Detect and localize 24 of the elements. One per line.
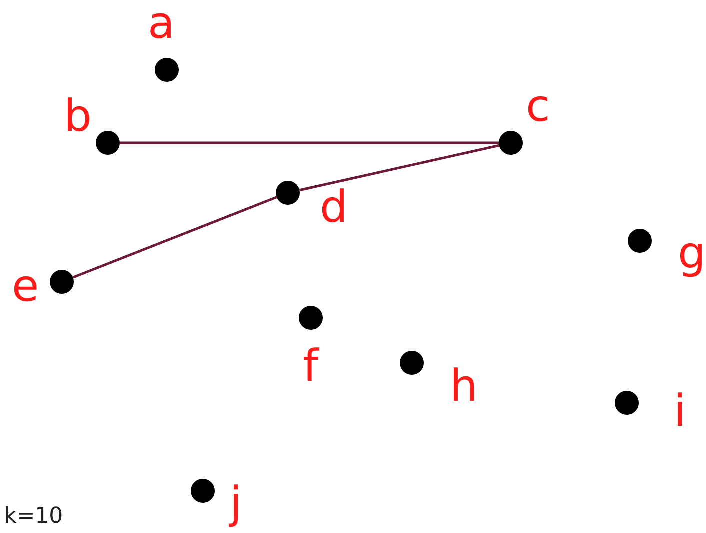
point-marker (299, 306, 323, 330)
point-marker (499, 131, 523, 155)
point-label: i (674, 390, 686, 434)
point-marker (276, 181, 300, 205)
point-label: f (303, 345, 318, 389)
point-marker (50, 270, 74, 294)
point-label: h (450, 365, 478, 409)
point-label: d (320, 186, 348, 230)
connector-line (299, 144, 500, 192)
point-label: e (12, 265, 40, 309)
parameter-note: k=10 (4, 506, 64, 528)
connector-line (72, 196, 278, 279)
connector-line (120, 142, 499, 144)
point-label: g (678, 232, 706, 276)
point-marker (615, 391, 639, 415)
point-marker (400, 351, 424, 375)
point-marker (155, 58, 179, 82)
point-marker (96, 131, 120, 155)
point-label: a (148, 2, 175, 46)
point-label: c (526, 85, 550, 129)
point-label: j (230, 482, 242, 526)
point-marker (191, 479, 215, 503)
point-marker (628, 229, 652, 253)
point-label: b (64, 95, 92, 139)
